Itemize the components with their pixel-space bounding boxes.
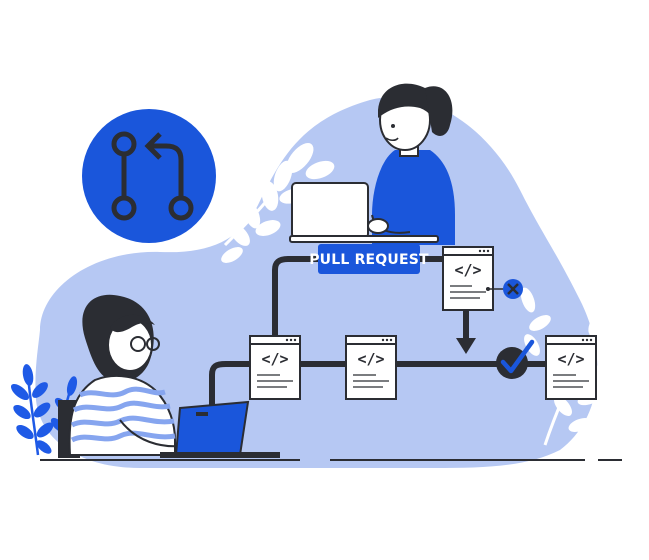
code-symbol: </> xyxy=(454,261,481,279)
workflow-lines xyxy=(209,256,545,410)
x-mark-icon xyxy=(503,279,523,299)
code-doc-left: </> xyxy=(249,335,301,400)
code-doc-top: </> xyxy=(442,246,504,311)
code-symbol: </> xyxy=(357,350,384,368)
git-pull-request-icon xyxy=(82,109,216,243)
seated-woman xyxy=(58,294,280,458)
pull-request-label: PULL REQUEST xyxy=(309,252,429,268)
code-symbol: </> xyxy=(261,350,288,368)
code-doc-right: </> xyxy=(545,335,597,400)
code-symbol: </> xyxy=(557,350,584,368)
check-mark-icon xyxy=(496,339,535,379)
woman-with-laptop xyxy=(289,83,455,245)
code-doc-middle: </> xyxy=(345,335,397,400)
background-blob xyxy=(35,97,598,469)
arrow-head xyxy=(456,338,476,354)
pull-request-badge: PULL REQUEST xyxy=(309,244,429,274)
